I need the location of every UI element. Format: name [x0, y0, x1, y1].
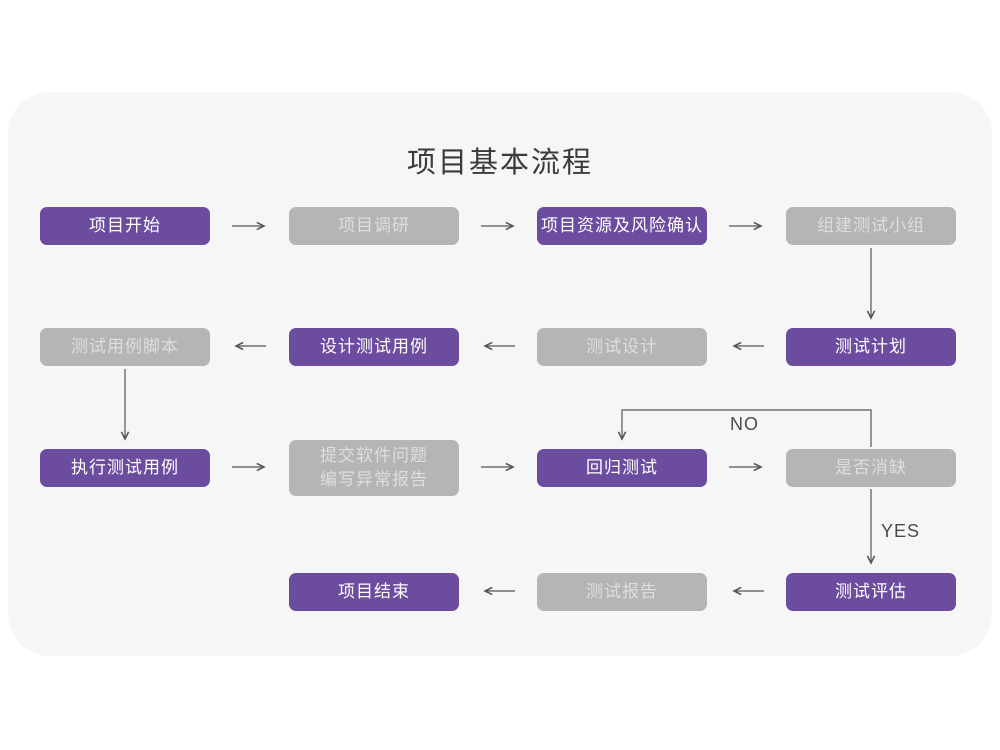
edge-label-yes: YES	[881, 521, 921, 541]
node-test-case-script: 测试用例脚本	[40, 328, 210, 366]
node-label: 项目资源及风险确认	[541, 216, 703, 236]
node-build-test-team: 组建测试小组	[786, 207, 956, 245]
node-design-test-cases: 设计测试用例	[289, 328, 459, 366]
node-project-end: 项目结束	[289, 573, 459, 611]
node-regression-test: 回归测试	[537, 449, 707, 487]
node-label: 执行测试用例	[71, 458, 179, 478]
node-label: 测试报告	[586, 582, 658, 602]
node-test-design: 测试设计	[537, 328, 707, 366]
flowchart-card	[8, 92, 992, 656]
node-project-start: 项目开始	[40, 207, 210, 245]
node-resource-risk-confirm: 项目资源及风险确认	[537, 207, 707, 245]
edge-label-no: NO	[730, 414, 759, 434]
node-test-evaluation: 测试评估	[786, 573, 956, 611]
node-label: 回归测试	[586, 458, 658, 478]
node-label: 测试用例脚本	[71, 337, 179, 357]
node-submit-issue-report: 提交软件问题 编写异常报告	[289, 440, 459, 496]
node-label: 组建测试小组	[817, 216, 925, 236]
page-title: 项目基本流程	[406, 147, 593, 179]
node-project-research: 项目调研	[289, 207, 459, 245]
node-label: 项目结束	[338, 582, 410, 602]
node-label: 测试计划	[835, 337, 907, 357]
node-test-plan: 测试计划	[786, 328, 956, 366]
node-defect-cleared-check: 是否消缺	[786, 449, 956, 487]
node-label-line1: 提交软件问题	[320, 446, 428, 466]
node-label: 项目开始	[89, 216, 161, 236]
node-label: 项目调研	[338, 216, 410, 236]
node-test-report: 测试报告	[537, 573, 707, 611]
node-execute-test-cases: 执行测试用例	[40, 449, 210, 487]
node-label: 设计测试用例	[320, 337, 428, 357]
node-label-line2: 编写异常报告	[320, 470, 428, 489]
node-label: 测试设计	[586, 337, 658, 357]
node-label: 是否消缺	[835, 458, 907, 478]
node-label: 测试评估	[835, 582, 907, 602]
